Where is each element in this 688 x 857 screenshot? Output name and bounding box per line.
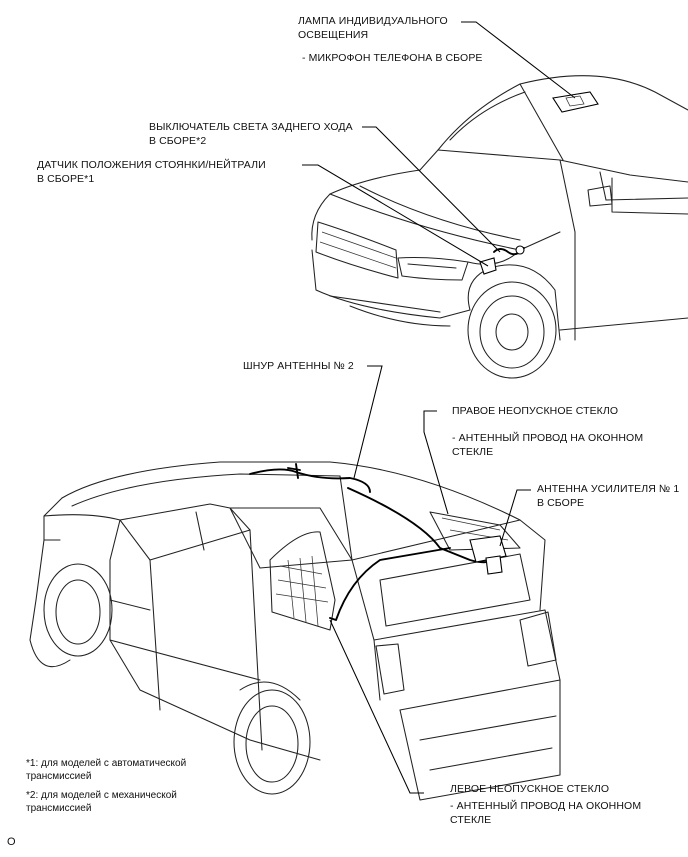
dome-lamp-label-line2: ОСВЕЩЕНИЯ <box>298 28 369 41</box>
front-vehicle-view <box>311 75 688 379</box>
right-glass-sub-label: - АНТЕННЫЙ ПРОВОД НА ОКОННОМ СТЕКЛЕ <box>452 432 643 459</box>
dome-lamp-label-line1: ЛАМПА ИНДИВИДУАЛЬНОГО <box>298 15 448 27</box>
park-neutral-label-line1: ДАТЧИК ПОЛОЖЕНИЯ СТОЯНКИ/НЕЙТРАЛИ <box>37 159 266 171</box>
backup-switch-label: ВЫКЛЮЧАТЕЛЬ СВЕТА ЗАДНЕГО ХОДА В СБОРЕ*2 <box>149 121 353 148</box>
backup-switch-label-line2: В СБОРЕ*2 <box>149 134 207 147</box>
rear-vehicle-view <box>29 461 561 801</box>
figure-id: O <box>7 836 16 848</box>
footnote-2-line1: *2: для моделей с механической <box>26 790 177 801</box>
backup-switch-label-line1: ВЫКЛЮЧАТЕЛЬ СВЕТА ЗАДНЕГО ХОДА <box>149 121 353 133</box>
right-glass-sub-line2: СТЕКЛЕ <box>452 445 494 458</box>
left-glass-sub-line2: СТЕКЛЕ <box>450 813 492 826</box>
dome-lamp-sub-label: - МИКРОФОН ТЕЛЕФОНА В СБОРЕ <box>302 52 483 64</box>
park-neutral-label: ДАТЧИК ПОЛОЖЕНИЯ СТОЯНКИ/НЕЙТРАЛИ В СБОР… <box>37 159 266 186</box>
amp-antenna-label: АНТЕННА УСИЛИТЕЛЯ № 1 В СБОРЕ <box>537 483 679 510</box>
footnote-1-line2: трансмиссией <box>26 771 92 782</box>
right-glass-label: ПРАВОЕ НЕОПУСКНОЕ СТЕКЛО <box>452 405 619 417</box>
amp-antenna-label-line2: В СБОРЕ <box>537 496 585 509</box>
left-glass-sub-label: - АНТЕННЫЙ ПРОВОД НА ОКОННОМ СТЕКЛЕ <box>450 800 641 827</box>
footnote-2-line2: трансмиссией <box>26 803 92 814</box>
footnote-2: *2: для моделей с механической трансмисс… <box>26 789 177 815</box>
footnote-1: *1: для моделей с автоматической трансми… <box>26 757 186 783</box>
park-neutral-label-line2: В СБОРЕ*1 <box>37 172 95 185</box>
antenna-cord-label: ШНУР АНТЕННЫ № 2 <box>243 360 354 372</box>
left-glass-label: ЛЕВОЕ НЕОПУСКНОЕ СТЕКЛО <box>450 783 610 795</box>
right-glass-sub-line1: - АНТЕННЫЙ ПРОВОД НА ОКОННОМ <box>452 432 644 444</box>
amp-antenna-label-line1: АНТЕННА УСИЛИТЕЛЯ № 1 <box>537 483 680 495</box>
left-glass-sub-line1: - АНТЕННЫЙ ПРОВОД НА ОКОННОМ <box>450 800 642 812</box>
footnote-1-line1: *1: для моделей с автоматической <box>26 758 187 769</box>
dome-lamp-label: ЛАМПА ИНДИВИДУАЛЬНОГО ОСВЕЩЕНИЯ <box>298 15 448 42</box>
